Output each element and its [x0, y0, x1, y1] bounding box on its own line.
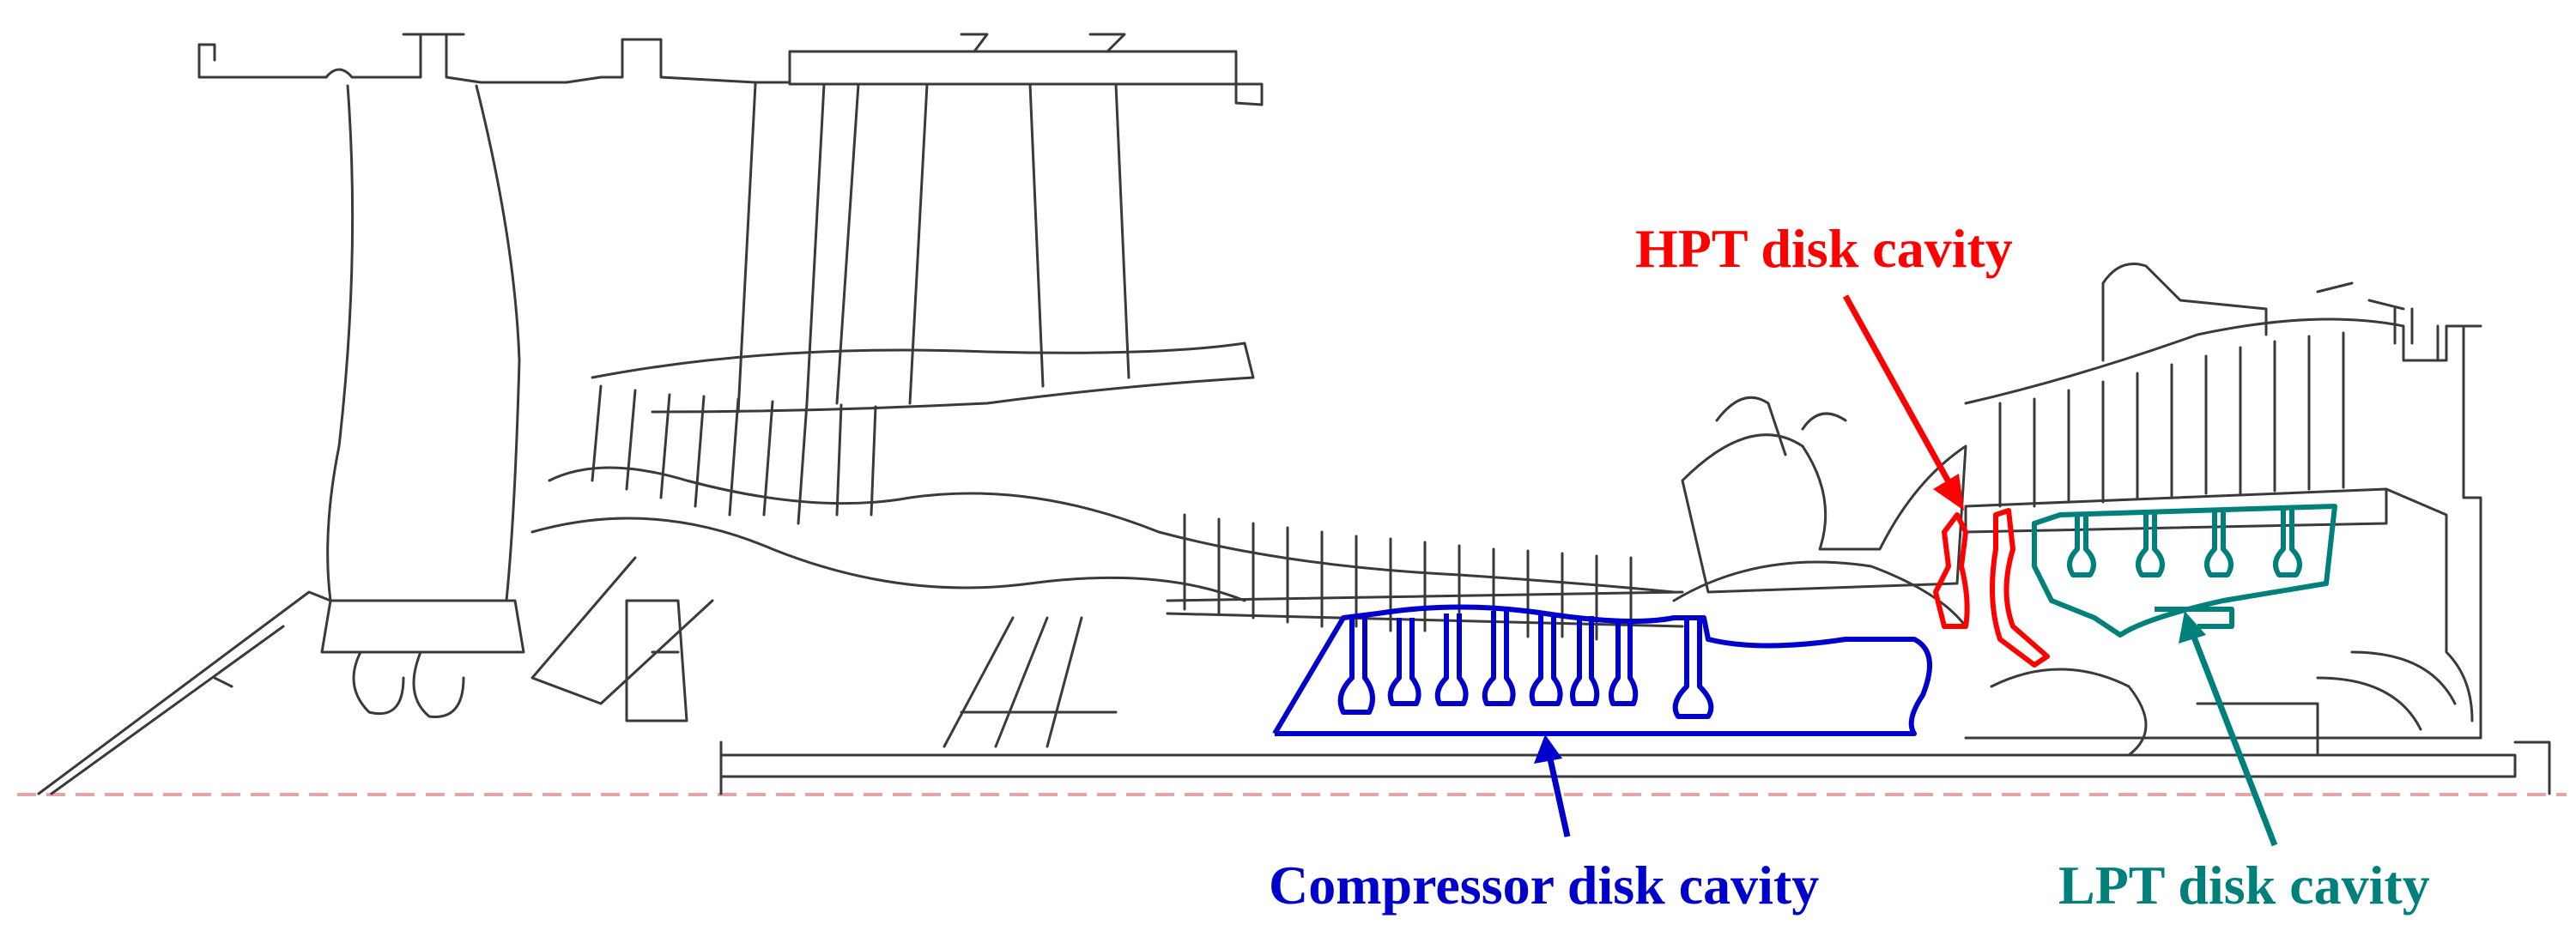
- compressor-arrow: [1534, 734, 1571, 837]
- compressor-disk-3: [1434, 614, 1469, 706]
- hpc-hub: [1166, 590, 1684, 628]
- hpt-disk-cavity-label: HPT disk cavity: [1635, 218, 2013, 279]
- combustor-casing: [1672, 560, 1967, 628]
- engine-outline-drawing: [37, 33, 2551, 795]
- inner-bearing-housing: [960, 668, 2319, 757]
- lpt-cavity-boundary: [2032, 504, 2337, 638]
- compressor-disk-7: [1609, 620, 1639, 706]
- fan-casing: [197, 33, 1264, 106]
- fan-disk: [352, 650, 465, 718]
- turbine-casing: [1964, 317, 2482, 740]
- turbine-flanges: [2393, 307, 2482, 362]
- bypass-struts: [736, 82, 1130, 414]
- compressor-cavity-boundary: [1272, 604, 1932, 736]
- front-frame-strut: [530, 556, 1083, 748]
- turbine-blades: [1998, 331, 2345, 508]
- fan-casing-flange: [197, 33, 1126, 62]
- compressor-disk-6: [1570, 616, 1600, 706]
- turbine-hub: [1964, 487, 2388, 534]
- booster-flowpath: [548, 466, 1676, 594]
- lpt-disk-2: [2136, 513, 2165, 577]
- booster-vanes: [591, 384, 877, 525]
- lpt-disk-1: [2067, 515, 2096, 577]
- lpt-disk-cavity-outline: [2032, 504, 2337, 638]
- compressor-disk-cavity-label: Compressor disk cavity: [1269, 855, 1820, 916]
- lpt-disk-4: [2273, 510, 2302, 577]
- turbine-mount: [2101, 263, 2405, 362]
- compressor-disk-cavity-outline: [1272, 604, 1932, 736]
- compressor-disk-5: [1529, 614, 1563, 706]
- compressor-disk-2: [1387, 618, 1421, 706]
- lpt-disk-3: [2204, 511, 2234, 577]
- lpt-inner-step: [2155, 607, 2234, 629]
- hpt-cavity-2: [1990, 508, 2050, 668]
- fan-blade-root: [320, 599, 525, 654]
- exhaust-frame: [2316, 487, 2474, 731]
- front-frame-housing: [625, 599, 688, 722]
- spinner-cone: [37, 590, 332, 795]
- shaft-end: [719, 740, 2551, 795]
- booster-inner: [530, 517, 1246, 602]
- fan-blade-trailing: [475, 84, 521, 602]
- hpt-cavity-1: [1933, 512, 1970, 629]
- fan-blade: [326, 84, 355, 602]
- core-nacelle: [591, 342, 1255, 414]
- lpt-arrow: [2179, 611, 2278, 847]
- combustor: [1681, 433, 1967, 594]
- compressor-disk-8: [1672, 618, 1714, 719]
- hpt-arrow: [1842, 294, 1964, 511]
- fuel-nozzle: [1715, 396, 1847, 456]
- hpt-disk-cavity-outline: [1933, 508, 2050, 668]
- compressor-disk-1: [1337, 618, 1375, 715]
- compressor-disk-4: [1482, 611, 1516, 706]
- lpt-disk-cavity-label: LPT disk cavity: [2058, 855, 2430, 916]
